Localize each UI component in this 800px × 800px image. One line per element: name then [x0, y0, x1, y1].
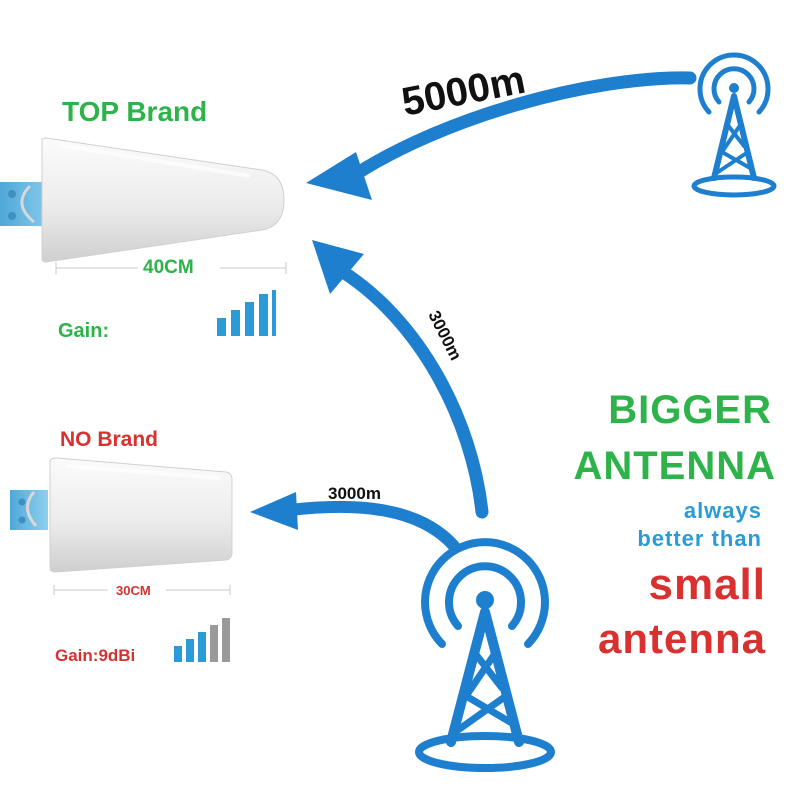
headline-better-than: better than — [637, 526, 762, 551]
top-gain-label: Gain: — [58, 320, 110, 342]
no-brand-label: NO Brand — [60, 428, 159, 451]
top-brand-label: TOP Brand — [62, 96, 208, 127]
top-length-ruler — [55, 262, 287, 274]
no-brand-length-label: 30CM — [116, 583, 151, 598]
arrow-3000m-no-brand — [250, 492, 460, 552]
cell-tower-icon-small — [691, 52, 777, 198]
top-length-label: 40CM — [143, 257, 194, 278]
signal-bar — [198, 632, 206, 662]
headline-antenna: ANTENNA — [573, 444, 776, 488]
headline-small: small — [648, 560, 766, 609]
no-brand-gain-label: Gain:9dBi — [55, 646, 136, 665]
signal-bar — [174, 646, 182, 662]
arrow-3000m-no-brand-label: 3000m — [328, 484, 381, 503]
arrow-5000m-label: 5000m — [398, 58, 529, 125]
arrow-5000m — [306, 71, 697, 200]
signal-bar — [210, 625, 218, 662]
cell-tower-icon-large — [415, 538, 555, 772]
arrow-3000m-top — [312, 240, 489, 519]
no-brand-signal-bars-icon — [174, 618, 230, 662]
headline-antenna-small: antenna — [597, 615, 766, 662]
signal-bar — [222, 618, 230, 662]
headline-bigger: BIGGER — [608, 388, 772, 432]
no-brand-antenna-image — [10, 457, 233, 573]
headline-always: always — [683, 498, 762, 523]
no-brand-length-ruler — [53, 585, 231, 595]
top-signal-bars-icon — [217, 290, 276, 336]
top-antenna-image — [0, 137, 285, 263]
signal-bar — [186, 639, 194, 662]
